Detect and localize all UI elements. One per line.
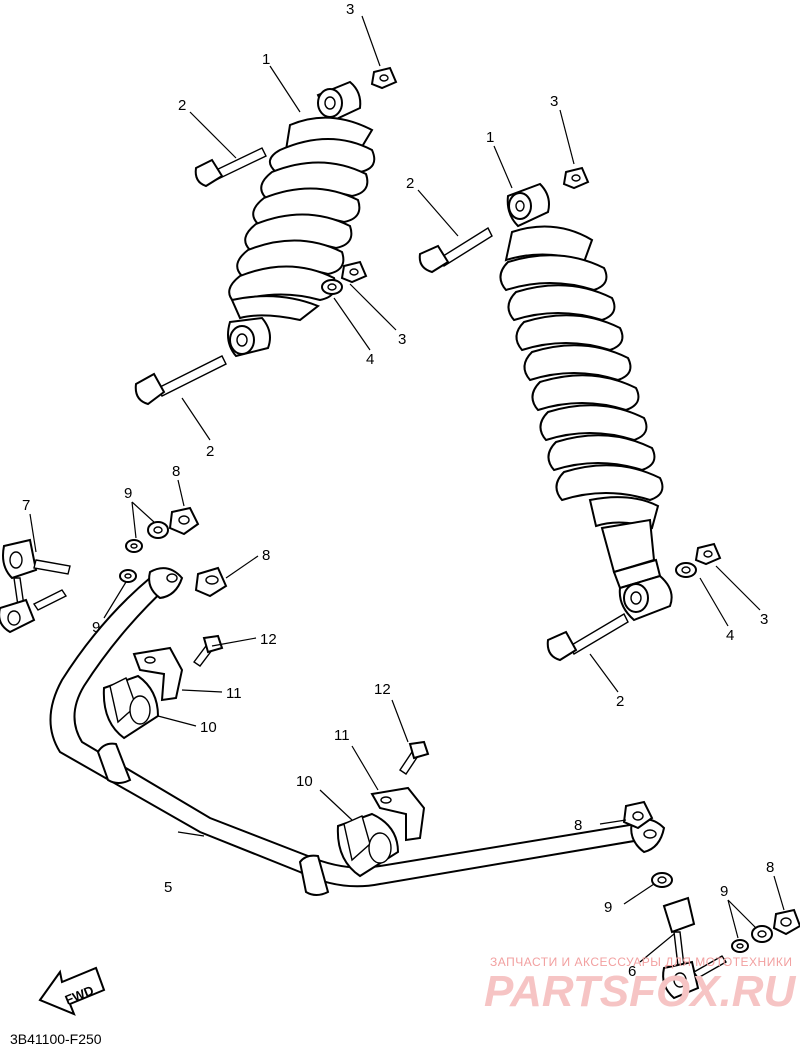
- left-bushing[interactable]: [102, 674, 160, 740]
- callout-8-left-upper: 8: [172, 463, 180, 480]
- right-top-bolt[interactable]: [418, 226, 493, 274]
- callout-11-right: 11: [334, 727, 350, 744]
- right-bracket[interactable]: [370, 786, 426, 842]
- right-bottom-washer[interactable]: [675, 562, 697, 578]
- callout-10-left: 10: [200, 719, 217, 736]
- callout-8-left-lower: 8: [262, 547, 270, 564]
- right-end-link[interactable]: [662, 896, 727, 1000]
- right-link-washer[interactable]: [651, 872, 673, 888]
- callout-5: 5: [164, 879, 172, 896]
- callout-3-right-top: 3: [550, 93, 558, 110]
- right-shock-absorber[interactable]: [499, 182, 673, 622]
- right-bottom-nut[interactable]: [694, 542, 722, 566]
- callout-2-right-top: 2: [406, 175, 414, 192]
- callout-12-right: 12: [374, 681, 391, 698]
- right-link-washer-3[interactable]: [751, 925, 773, 943]
- right-bushing[interactable]: [336, 812, 400, 878]
- left-bottom-bolt[interactable]: [134, 355, 227, 406]
- fwd-arrow-icon: FWD: [38, 966, 106, 1016]
- left-bracket-bolt[interactable]: [192, 634, 224, 667]
- watermark: ЗАПЧАСТИ И АКСЕССУАРЫ ДЛЯ МОТОТЕХНИКИ PA…: [484, 955, 797, 1016]
- left-bottom-washer[interactable]: [321, 279, 343, 295]
- left-link-washer-lower[interactable]: [119, 569, 137, 583]
- left-link-nut-lower[interactable]: [194, 566, 228, 598]
- callout-10-right: 10: [296, 773, 313, 790]
- callout-3-right-bottom: 3: [760, 611, 768, 628]
- leader-lines: [29, 15, 785, 963]
- callout-2-left-top: 2: [178, 97, 186, 114]
- callout-2-left-bottom: 2: [206, 443, 214, 460]
- left-end-link[interactable]: [0, 538, 71, 634]
- callout-9-left-upper: 9: [124, 485, 132, 502]
- callout-11-left: 11: [226, 685, 242, 702]
- right-link-nut-upper[interactable]: [622, 800, 654, 830]
- left-top-bolt[interactable]: [194, 147, 267, 188]
- callout-6: 6: [628, 963, 636, 980]
- callout-1-left: 1: [262, 51, 270, 68]
- callout-2-right-bottom: 2: [616, 693, 624, 710]
- callout-8-right-lower: 8: [766, 859, 774, 876]
- left-link-nut-upper[interactable]: [168, 506, 200, 536]
- watermark-tagline: ЗАПЧАСТИ И АКСЕССУАРЫ ДЛЯ МОТОТЕХНИКИ: [490, 955, 792, 969]
- callout-3-left-top: 3: [346, 1, 354, 18]
- right-bracket-bolt[interactable]: [399, 740, 430, 775]
- callout-4-right: 4: [726, 627, 734, 644]
- callout-9-right-upper: 9: [604, 899, 612, 916]
- left-shock-absorber[interactable]: [227, 80, 376, 358]
- right-top-nut[interactable]: [562, 166, 590, 190]
- right-link-nut-lower[interactable]: [772, 908, 800, 936]
- callout-3-left-bottom: 3: [398, 331, 406, 348]
- left-link-washer-upper-2[interactable]: [147, 521, 169, 539]
- callout-9-left-lower: 9: [92, 619, 100, 636]
- watermark-brand: PARTSFOX.RU: [484, 967, 797, 1016]
- left-bracket[interactable]: [132, 646, 184, 702]
- right-bottom-bolt[interactable]: [546, 613, 629, 662]
- left-link-washer-upper[interactable]: [125, 539, 143, 553]
- left-bottom-nut[interactable]: [340, 260, 368, 284]
- callout-4-left: 4: [366, 351, 374, 368]
- left-top-nut[interactable]: [370, 66, 398, 90]
- callout-1-right: 1: [486, 129, 494, 146]
- callout-7: 7: [22, 497, 30, 514]
- right-link-washer-2[interactable]: [731, 939, 749, 953]
- callout-9-right-lower: 9: [720, 883, 728, 900]
- callout-8-right-upper: 8: [574, 817, 582, 834]
- diagram-code: 3B41100-F250: [10, 1031, 102, 1047]
- stabilizer-bar[interactable]: [49, 567, 666, 896]
- callout-12-left: 12: [260, 631, 277, 648]
